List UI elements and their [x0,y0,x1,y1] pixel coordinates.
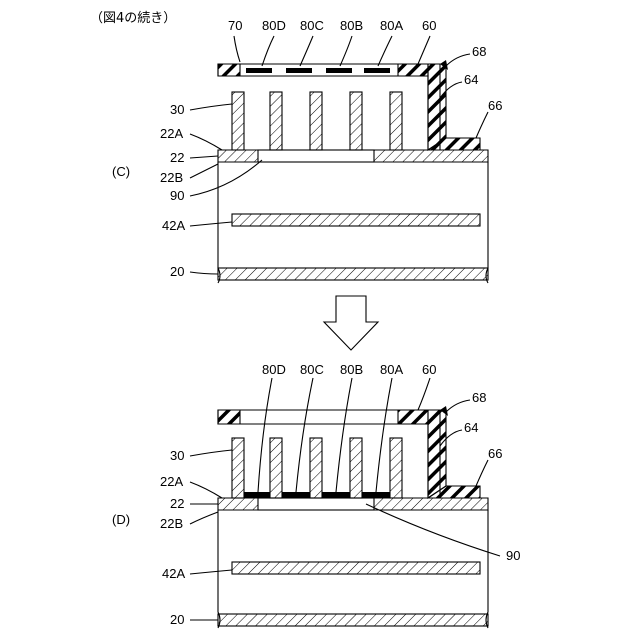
label-70: 70 [228,18,242,33]
pillar [350,438,362,498]
label-60: 60 [422,362,436,377]
electrode-80d [244,492,270,498]
label-64: 64 [464,420,478,435]
sealant-64 [428,64,446,150]
film-70 [218,64,240,76]
down-arrow [324,296,378,350]
panel-label-c: (C) [112,164,130,179]
cavity-90 [258,498,374,510]
label-42a: 42A [162,566,185,581]
pillar [270,438,282,498]
panel-c: 70 80D 80C 80B 80A 60 68 64 66 30 22A 22… [112,18,502,283]
electrode-80a [362,492,390,498]
label-22a: 22A [160,126,183,141]
label-20: 20 [170,264,184,279]
layer-20 [218,614,488,626]
film-70-right [398,410,428,424]
label-80a: 80A [380,18,403,33]
pillar [232,92,244,150]
label-30: 30 [170,102,184,117]
electrode-80c [286,68,312,73]
electrode-80a [364,68,390,73]
label-42a: 42A [162,218,185,233]
pillars-30 [232,92,402,150]
layer-42a [232,214,480,226]
label-80d: 80D [262,362,286,377]
electrode-80d [246,68,272,73]
sealant-64 [428,410,446,498]
label-66: 66 [488,446,502,461]
panel-label-d: (D) [112,512,130,527]
pillar [350,92,362,150]
label-80a: 80A [380,362,403,377]
electrode-80b [326,68,352,73]
layer-20 [218,268,488,280]
label-90: 90 [170,188,184,203]
label-22a: 22A [160,474,183,489]
label-22: 22 [170,150,184,165]
layer-42a [232,562,480,574]
electrode-80c [282,492,310,498]
label-90: 90 [506,548,520,563]
label-80c: 80C [300,362,324,377]
continuation-note: （図4の続き） [90,11,176,26]
label-80d: 80D [262,18,286,33]
label-80b: 80B [340,18,363,33]
pillar [390,92,402,150]
label-68: 68 [472,44,486,59]
label-22b: 22B [160,170,183,185]
pillar [270,92,282,150]
label-80b: 80B [340,362,363,377]
cover-60 [218,64,440,150]
label-68: 68 [472,390,486,405]
label-30: 30 [170,448,184,463]
label-64: 64 [464,72,478,87]
panel-d: 80D 80C 80B 80A 60 68 64 66 30 22A 22 (D… [112,362,520,628]
pillar [310,92,322,150]
label-80c: 80C [300,18,324,33]
label-66: 66 [488,98,502,113]
pillar [232,438,244,498]
pillar [390,438,402,498]
label-60: 60 [422,18,436,33]
film-70 [218,410,240,424]
label-22b: 22B [160,516,183,531]
film-70-right [398,64,428,76]
label-20: 20 [170,612,184,627]
label-22: 22 [170,496,184,511]
electrodes-80 [246,68,390,73]
pillar [310,438,322,498]
cavity-90 [258,150,374,162]
electrode-80b [322,492,350,498]
